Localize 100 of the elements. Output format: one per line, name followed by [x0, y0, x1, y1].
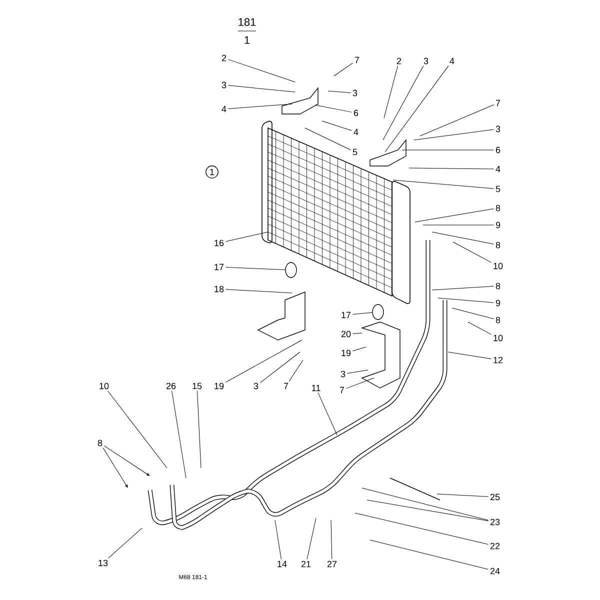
leader-line [328, 90, 352, 93]
leader-line [438, 298, 494, 303]
leader-line [366, 500, 489, 522]
callout-number: 10 [100, 382, 109, 390]
rubber-mount-drawing [372, 304, 384, 320]
callout-number: 1 [206, 166, 218, 178]
callout-number: 5 [496, 186, 500, 192]
callout-number: 23 [490, 518, 500, 526]
callout-number: 11 [312, 384, 320, 392]
callout-number: 8 [98, 440, 102, 446]
leader-line [448, 352, 492, 360]
callout-number: 13 [98, 560, 108, 566]
leader-line [452, 308, 494, 320]
callout-number: 22 [490, 542, 500, 550]
leader-line [432, 232, 494, 244]
callout-number: 7 [284, 382, 288, 390]
leader-line [104, 446, 150, 476]
leader-line [346, 370, 368, 374]
leader-line [334, 62, 354, 76]
callout-number: 20 [341, 330, 351, 338]
callout-number: 10 [494, 262, 503, 270]
callout-number: 3 [352, 90, 358, 96]
callout-number: 8 [496, 242, 500, 248]
callout-number: 14 [278, 560, 287, 568]
callout-number: 27 [327, 560, 337, 568]
callout-number: 9 [496, 300, 500, 306]
leader-line [228, 104, 292, 109]
leader-line [108, 528, 142, 558]
callout-number: 8 [496, 282, 500, 290]
leader-line [306, 518, 316, 560]
callout-number: 3 [424, 58, 428, 64]
leader-line [392, 180, 494, 189]
leader-line [172, 390, 186, 478]
rubber-mount-drawing [285, 262, 297, 278]
leader-line [432, 286, 494, 290]
callout-number: 6 [354, 110, 358, 116]
callout-number: 10 [494, 334, 503, 342]
leader-line [330, 520, 332, 560]
callout-number: 12 [494, 356, 503, 364]
leader-line [196, 390, 202, 468]
leader-line [382, 66, 424, 140]
callout-number: 3 [340, 370, 346, 378]
callout-number: 2 [396, 58, 402, 64]
leader-line [362, 488, 489, 521]
leader-line [414, 208, 494, 222]
callout-number: 17 [214, 264, 224, 270]
leader-line [225, 267, 286, 270]
callout-number: 15 [192, 382, 202, 390]
sheet-number: 181 [238, 18, 256, 26]
callout-number: 24 [490, 568, 500, 574]
leader-line [352, 332, 362, 334]
leader-line [354, 512, 489, 545]
leader-line [318, 392, 338, 436]
callout-number: 3 [254, 382, 258, 390]
leader-line [422, 224, 494, 226]
leader-line [468, 322, 492, 335]
callout-number: 19 [214, 382, 224, 390]
callout-number: 4 [354, 128, 358, 136]
leader-line [314, 104, 352, 112]
leader-line [452, 242, 492, 263]
sheet-number: 1 [244, 36, 250, 44]
leader-line [260, 352, 300, 383]
leader-line [408, 168, 494, 170]
callout-number: 7 [354, 56, 360, 64]
callout-number: 4 [496, 166, 500, 172]
callout-number: 4 [450, 58, 454, 64]
leader-line [436, 494, 489, 497]
callout-number: 26 [166, 382, 176, 390]
callout-number: 6 [496, 146, 500, 154]
leader-line [384, 66, 449, 152]
callout-number: 9 [496, 222, 500, 228]
leader-line [108, 390, 168, 468]
callout-number: 5 [352, 148, 358, 156]
leader-line [370, 540, 489, 570]
leader-line [352, 346, 366, 352]
callout-number: 21 [301, 560, 311, 568]
leader-line [352, 312, 372, 315]
leader-line [225, 232, 268, 242]
leader-line [420, 104, 494, 136]
callout-number: 18 [214, 286, 224, 292]
callout-number: 19 [342, 350, 351, 356]
callout-number: 25 [490, 494, 500, 500]
callout-number: 16 [214, 240, 224, 246]
callout-number: 8 [496, 204, 500, 212]
leader-line [288, 360, 304, 382]
callout-number: 17 [342, 312, 351, 318]
callout-number: 7 [496, 100, 500, 106]
leader-line [304, 128, 352, 150]
leader-line [225, 340, 302, 383]
callout-number: 2 [222, 54, 226, 62]
leader-line [414, 129, 494, 140]
leader-line [346, 378, 374, 389]
callout-number: 7 [340, 386, 344, 394]
callout-number: 8 [496, 316, 500, 324]
leader-line [322, 120, 352, 131]
callout-number: 3 [496, 126, 500, 132]
leader-line [225, 289, 292, 294]
leader-line [228, 59, 296, 82]
leader-line [228, 85, 296, 92]
leader-line [274, 520, 282, 560]
